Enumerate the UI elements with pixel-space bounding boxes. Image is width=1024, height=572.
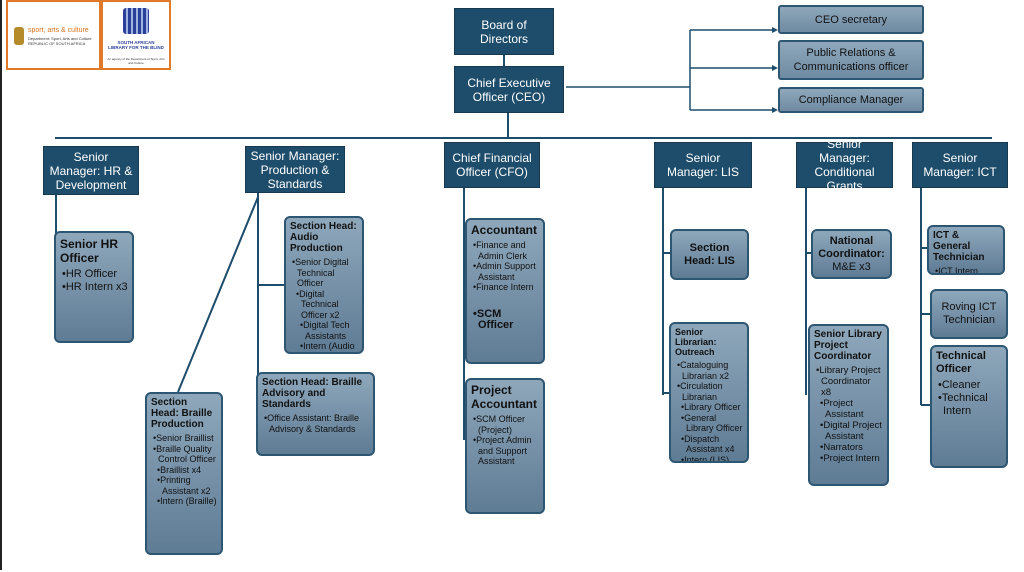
manager-hr: Senior Manager: HR & Development [43,146,139,195]
technical-officer-box: Technical Officer Cleaner Technical Inte… [930,345,1008,468]
role-item: SCM Officer (Project) [471,414,539,435]
role-item: Intern (LIS) [679,455,743,462]
role-item: ICT Intern [933,266,999,273]
pr-officer-box: Public Relations & Communications office… [778,40,924,80]
role-item: Braillist x4 [155,465,217,476]
role-item: Project Assistant [818,398,883,420]
role-item: Digital Technical Officer x2 [294,289,358,321]
accountant-box: Accountant Finance and Admin Clerk Admin… [465,218,545,364]
braille-advisory-box: Section Head: Braille Advisory and Stand… [256,372,375,456]
role-item: Dispatch Assistant x4 [679,434,743,455]
senior-librarian-box: Senior Librarian: Outreach Cataloguing L… [669,322,749,463]
role-item: Senior Digital Technical Officer [290,257,358,289]
role-item: Intern (Audio [298,341,358,352]
role-item: Library Officer [679,402,743,413]
role-item: Circulation Librarian [675,381,743,402]
unit-title: Senior HR Officer [60,237,119,265]
unit-title: Section Head: Audio Production [290,221,357,254]
manager-cfo: Chief Financial Officer (CFO) [444,142,540,188]
section-head-lis-box: Section Head: LIS [670,229,749,280]
unit-title: Senior Librarian: Outreach [675,327,717,357]
ceo-box: Chief Executive Officer (CEO) [454,66,564,113]
role-item: Finance and Admin Clerk [471,240,539,261]
compliance-manager-box: Compliance Manager [778,87,924,113]
role-item: Digital Tech Assistants [298,320,358,341]
role-item: Narrators [818,442,883,453]
role-item: Digital Project Assistant [818,420,883,442]
role-item: Office Assistant: Braille Advisory & Sta… [262,413,369,434]
ceo-secretary-box: CEO secretary [778,5,924,34]
unit-title: National Coordinator: [818,234,885,260]
unit-title: ICT & General Technician [933,230,985,263]
unit-title: Section Head: Braille Production [151,397,213,430]
role-item: Cleaner [936,379,1002,392]
role-item: Senior Braillist [151,433,217,444]
role-item: Technical Intern [936,392,1002,418]
unit-title: Senior Library Project Coordinator [814,329,882,362]
role-item: Intern (Braille) [155,496,217,507]
unit-title: Section Head: Braille Advisory and Stand… [262,377,363,410]
role-item: Printing Assistant x2 [155,475,217,496]
dsac-logo: sport, arts & culture Department: Sport,… [6,0,101,70]
role-item: HR Intern x3 [60,281,128,294]
role-item: Admin Support Assistant [471,261,539,282]
project-accountant-box: Project Accountant SCM Officer (Project)… [465,378,545,514]
unit-title: Technical Officer [936,350,986,375]
board-box: Board of Directors [454,8,554,55]
senior-hr-officer-box: Senior HR Officer HR Officer HR Intern x… [54,231,134,343]
manager-lis: Senior Manager: LIS [654,142,752,188]
roving-ict-technician-box: Roving ICT Technician [930,289,1008,339]
manager-ict: Senior Manager: ICT [912,142,1008,188]
role-item: Finance Intern [471,282,539,293]
scm-officer: SCM Officer [471,308,539,331]
braille-production-box: Section Head: Braille Production Senior … [145,392,223,555]
role-item: Library Project Coordinator x8 [814,365,883,398]
ict-general-technician-box: ICT & General Technician ICT Intern [927,225,1005,275]
manager-grants: Senior Manager: Conditional Grants [796,137,893,193]
role-item: Cataloguing Librarian x2 [675,360,743,381]
unit-title: Project Accountant [471,383,537,411]
national-coordinator-box: National Coordinator: M&E x3 [811,229,892,279]
senior-library-project-coordinator-box: Senior Library Project Coordinator Libra… [808,324,889,486]
audio-production-box: Section Head: Audio Production Senior Di… [284,216,364,354]
unit-title: Accountant [471,223,537,237]
manager-production: Senior Manager: Production & Standards [245,146,345,193]
role-item: Braille Quality Control Officer [151,444,217,465]
role-item: Project Admin and Support Assistant [471,435,539,467]
role-item: Project Intern [818,453,883,464]
role-item: HR Officer [60,268,128,281]
role-item: General Library Officer [679,413,743,434]
unit-subtitle: M&E x3 [832,260,871,273]
